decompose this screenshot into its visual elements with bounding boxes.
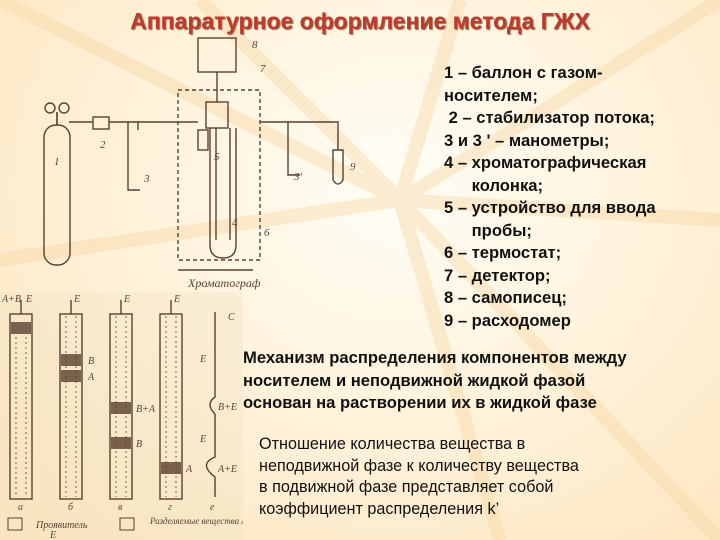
- coefficient-line: неподвижной фазе к количеству вещества: [259, 456, 579, 475]
- top-label-e2: Е: [73, 294, 80, 305]
- top-label-ab: А+В: [1, 294, 21, 305]
- trace-label-e2: Е: [199, 434, 206, 445]
- flowmeter: [332, 149, 344, 185]
- legend-item: 2 – стабилизатор потока;: [444, 108, 655, 127]
- gas-cylinder: [43, 124, 71, 266]
- legend-list: 1 – баллон с газом- носителем; 2 – стаби…: [444, 62, 719, 332]
- bottom-letter-g: г: [168, 502, 172, 513]
- column-label-a: А: [87, 372, 95, 383]
- top-label-e4: Е: [173, 294, 180, 305]
- label-3: 3: [143, 173, 150, 185]
- detector: [205, 101, 229, 129]
- flow-stabilizer: [92, 116, 110, 130]
- bottom-letter-a: а: [18, 502, 23, 513]
- legend-item: 1 – баллон с газом-: [444, 63, 603, 82]
- bottom-letter-b: б: [68, 502, 74, 513]
- label-9: 9: [350, 161, 356, 173]
- label-3-prime: 3': [293, 171, 303, 183]
- recorder: [197, 37, 237, 73]
- caption-developer: Проявитель: [35, 520, 88, 531]
- mechanism-line: носителем и неподвижной жидкой фазой: [243, 370, 586, 390]
- legend-item: колонка;: [444, 175, 544, 195]
- coefficient-line: коэффициент распределения k’: [259, 500, 500, 519]
- column-label-ba: В+А: [136, 404, 156, 415]
- label-6: 6: [264, 227, 270, 239]
- bottom-letter-e: е: [210, 502, 215, 513]
- caption-separated: Разделяемые вещества А и В: [149, 516, 243, 526]
- label-8: 8: [252, 39, 258, 51]
- legend-item: пробы;: [444, 220, 532, 240]
- page-title: Аппаратурное оформление метода ГЖХ: [130, 8, 590, 34]
- legend-item: носителем;: [444, 85, 538, 105]
- legend-item: 9 – расходомер: [444, 310, 571, 330]
- label-5: 5: [214, 151, 220, 163]
- label-7: 7: [260, 63, 266, 75]
- chromatographic-column: [209, 128, 237, 259]
- legend-item: 5 – устройство для ввода: [444, 198, 656, 217]
- legend-box-developer: [7, 517, 23, 531]
- label-4: 4: [232, 217, 238, 229]
- trace-label-e1: Е: [199, 354, 206, 365]
- top-label-e3: Е: [123, 294, 130, 305]
- trace-label-be: В+Е: [218, 402, 237, 413]
- legend-item: 8 – самописец;: [444, 288, 567, 307]
- sample-injector: [197, 129, 209, 151]
- column-label-b2: В: [136, 439, 142, 450]
- chromatogram-trace: [205, 312, 216, 497]
- coefficient-line: Отношение количества вещества в: [259, 435, 526, 453]
- apparatus-diagram: 1 2 3 3' 4 5 6 7 8 9 Хроматограф: [43, 37, 356, 290]
- label-1: 1: [54, 156, 60, 168]
- coefficient-line: в подвижной фазе представляет собой: [259, 478, 554, 497]
- caption-developer-e: Е: [49, 530, 56, 540]
- mechanism-line: Механизм распределения компонентов между: [243, 348, 627, 367]
- mechanism-text: Механизм распределения компонентов между…: [243, 347, 719, 415]
- trace-label-c: С: [228, 312, 235, 323]
- thermostat: [177, 89, 261, 261]
- column-label-a2: А: [185, 464, 193, 475]
- trace-label-ae: А+Е: [217, 464, 237, 475]
- bottom-letter-v: в: [118, 502, 123, 513]
- legend-item: 7 – детектор;: [444, 265, 551, 285]
- legend-box-separated: [119, 517, 135, 531]
- top-label-e1: Е: [25, 294, 32, 305]
- column-separation-figure: А+В Е Е Е Е В А В+А В А Е В+Е Е А+Е С а …: [0, 292, 243, 540]
- legend-item: 3 и 3 ' – манометры;: [444, 130, 610, 150]
- coefficient-text: Отношение количества вещества в неподвиж…: [259, 434, 695, 521]
- legend-item: 4 – хроматографическая: [444, 153, 647, 172]
- apparatus-caption: Хроматограф: [187, 276, 261, 290]
- label-2: 2: [100, 139, 106, 151]
- legend-item: 6 – термостат;: [444, 243, 562, 262]
- column-label-b: В: [88, 356, 94, 367]
- mechanism-line: основан на растворении их в жидкой фазе: [243, 393, 597, 412]
